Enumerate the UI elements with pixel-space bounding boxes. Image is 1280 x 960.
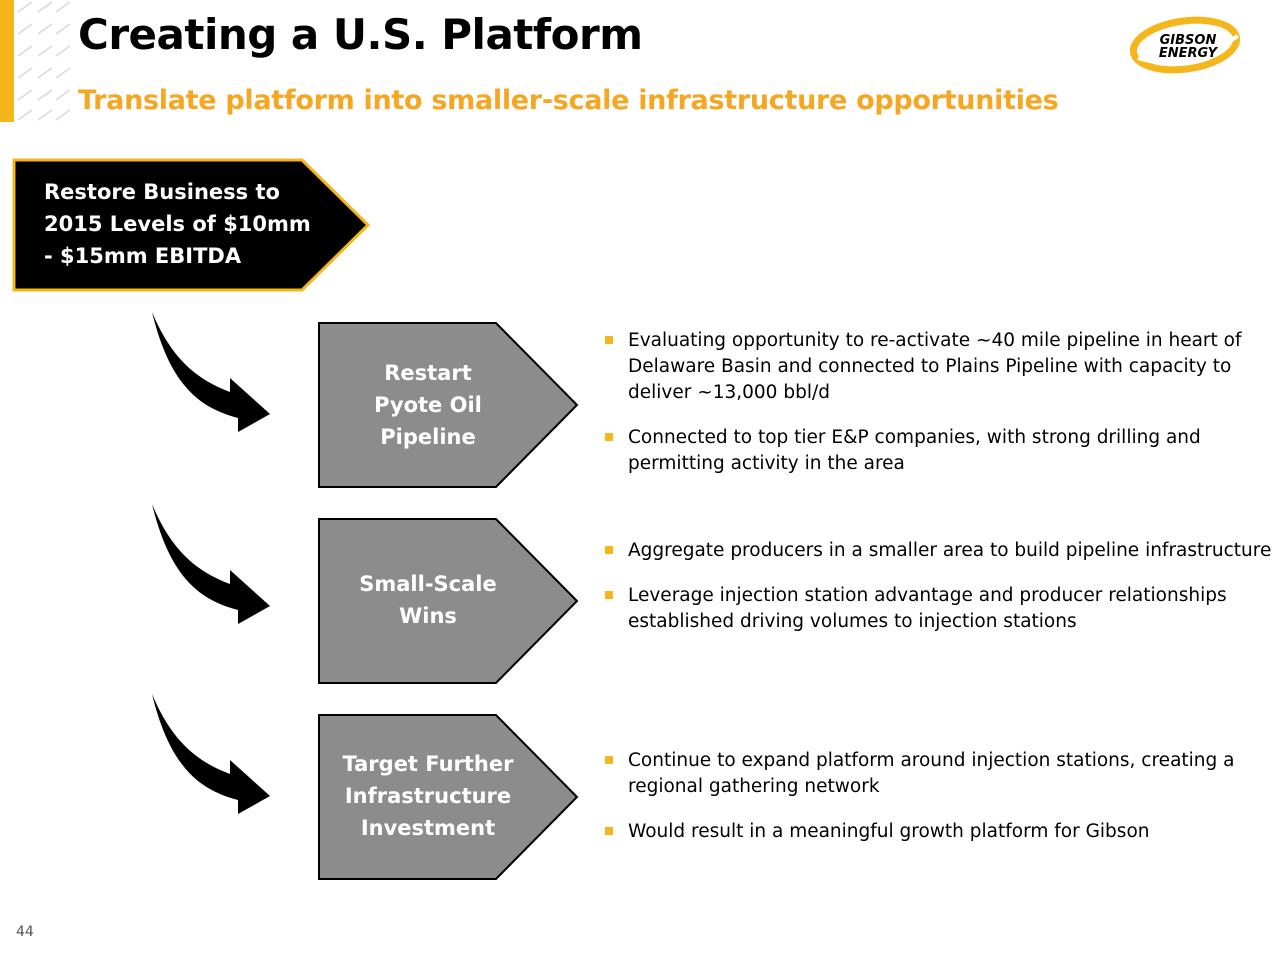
page-title: Creating a U.S. Platform: [78, 10, 643, 59]
section-box-restart-pipeline: [318, 322, 579, 488]
bullet-item: Would result in a meaningful growth plat…: [604, 819, 1274, 845]
gibson-energy-logo: GIBSON ENERGY: [1130, 16, 1241, 74]
section-box-target-infrastructure: [318, 714, 579, 880]
bullet-list-small-scale-wins: Aggregate producers in a smaller area to…: [604, 538, 1274, 654]
section-label-small-scale-wins: Small-Scale Wins: [322, 568, 534, 632]
callout-line: 2015 Levels of $10mm: [44, 212, 311, 236]
section-label-restart-pipeline: Restart Pyote Oil Pipeline: [322, 357, 534, 453]
bullet-item: Leverage injection station advantage and…: [604, 583, 1274, 635]
section-label-line: Pipeline: [380, 425, 476, 449]
bullet-list-restart-pipeline: Evaluating opportunity to re-activate ~4…: [604, 328, 1274, 496]
section-label-line: Wins: [399, 604, 457, 628]
curved-arrow-icon: [152, 504, 270, 624]
bullet-item: Connected to top tier E&P companies, wit…: [604, 425, 1274, 477]
section-label-line: Restart: [384, 361, 472, 385]
section-label-line: Investment: [360, 816, 496, 840]
section-box-small-scale-wins: [318, 518, 579, 684]
accent-bar: [0, 0, 14, 122]
bullet-item: Continue to expand platform around injec…: [604, 748, 1274, 800]
logo-line-1: GIBSON: [1160, 33, 1217, 48]
section-label-line: Infrastructure: [344, 784, 512, 808]
page-subtitle: Translate platform into smaller-scale in…: [78, 85, 1059, 116]
callout-line: - $15mm EBITDA: [44, 244, 242, 268]
bullet-item: Aggregate producers in a smaller area to…: [604, 538, 1274, 564]
curved-arrow-icon: [152, 312, 270, 432]
bullet-list-target-infrastructure: Continue to expand platform around injec…: [604, 748, 1274, 864]
logo-line-2: ENERGY: [1159, 46, 1219, 61]
bullet-item: Evaluating opportunity to re-activate ~4…: [604, 328, 1274, 406]
curved-arrow-icon: [152, 694, 270, 814]
section-label-line: Small-Scale: [359, 572, 497, 596]
hatch-decoration: [18, 1, 70, 121]
callout-line: Restore Business to: [44, 180, 280, 204]
callout-arrow-box: [12, 158, 371, 292]
page-number: 44: [16, 924, 34, 940]
section-label-line: Target Further: [342, 752, 514, 776]
section-label-line: Pyote Oil: [374, 393, 482, 417]
section-label-target-infrastructure: Target Further Infrastructure Investment: [322, 748, 534, 844]
callout-text: Restore Business to 2015 Levels of $10mm…: [44, 176, 324, 272]
